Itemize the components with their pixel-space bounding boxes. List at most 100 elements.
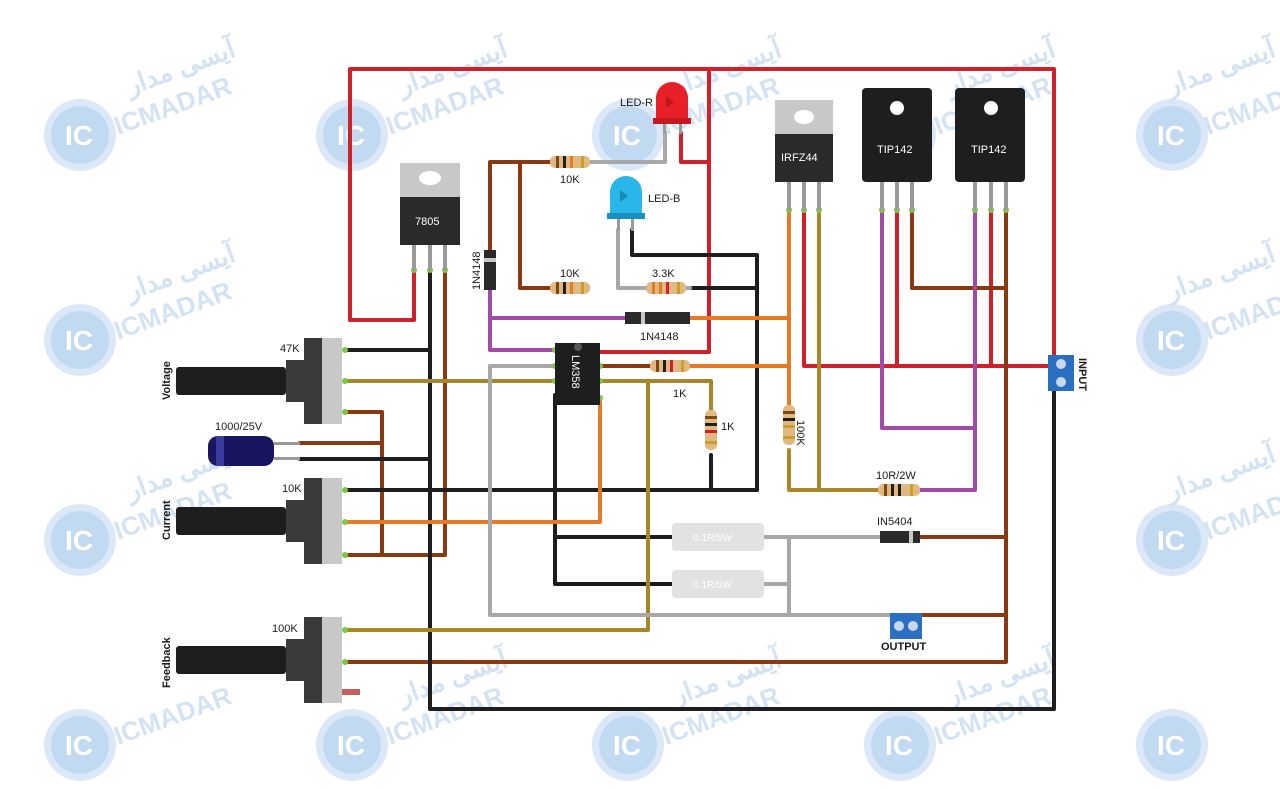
wire-olive-r5 — [646, 379, 713, 412]
watermark-badge: IC — [44, 504, 116, 576]
watermark-badge: IC — [592, 709, 664, 781]
pot-voltage-value: 47K — [280, 343, 300, 355]
wire-black-opamp-shunts — [553, 393, 682, 539]
led-blue-label: LED-B — [648, 193, 680, 205]
pot-current-label: Current — [161, 500, 173, 540]
terminal-input: INPUT — [1048, 355, 1088, 391]
wire-red-top-frame — [348, 67, 1056, 364]
diode-d2: 1N4148 — [625, 312, 690, 343]
wire-red-input-bus — [802, 183, 1056, 368]
resistor-r7-label: 10R/2W — [876, 470, 916, 482]
shunt-label: 0.1R/5W — [693, 533, 732, 544]
resistor-r6: 100K — [783, 405, 806, 446]
wires-red — [348, 67, 1056, 368]
wire-layer — [298, 67, 1056, 711]
watermark-badge: IC — [316, 709, 388, 781]
watermark-badge: IC — [864, 709, 936, 781]
wires-olive — [343, 183, 880, 632]
wire-orange-opamp-out — [343, 396, 602, 524]
svg-text:IC: IC — [1157, 525, 1185, 556]
wire-brown-r2-link — [518, 160, 552, 290]
wire-purple-tip-base — [880, 183, 977, 430]
wire-gray-opamp-out — [488, 364, 902, 617]
pot-voltage: 47K Voltage — [161, 338, 342, 424]
wires-purple — [488, 183, 977, 492]
wire-brown-d1-top — [488, 160, 552, 252]
diode-d1: 1N4148 — [471, 250, 496, 290]
mosfet-irfz44: IRFZ44 — [775, 100, 833, 210]
svg-text:IC: IC — [65, 730, 93, 761]
resistor-r3: 3.3K — [646, 268, 686, 294]
transistor-label: TIP142 — [877, 144, 912, 156]
opamp-lm358: LM358 — [555, 343, 600, 405]
watermark-badge: IC — [1136, 709, 1208, 781]
svg-text:IC: IC — [337, 730, 365, 761]
resistor-r5: 1K — [705, 410, 735, 450]
resistor-r6-label: 100K — [794, 420, 806, 446]
wire-olive-feedback — [343, 379, 650, 632]
resistor-r5-label: 1K — [721, 421, 735, 433]
svg-text:IC: IC — [65, 120, 93, 151]
wires-black — [298, 228, 1056, 711]
resistor-r1-label: 10K — [560, 174, 580, 186]
watermark-badge: IC — [592, 99, 664, 171]
wire-gray-leds — [588, 131, 667, 164]
shunt-resistor: 0.1R/5W — [672, 523, 764, 551]
svg-text:IC: IC — [65, 525, 93, 556]
shunt-resistor: 0.1R/5W — [672, 570, 764, 598]
capacitor-label: 1000/25V — [215, 421, 263, 433]
resistor-r1: 10K — [550, 156, 590, 186]
watermark-badge: IC — [1136, 304, 1208, 376]
wire-brown-pot-voltage — [343, 410, 384, 557]
svg-text:IC: IC — [1157, 325, 1185, 356]
resistor-r7: 10R/2W — [876, 470, 920, 496]
wire-purple-tip2-base — [918, 183, 977, 492]
resistor-r4: 1K — [650, 360, 690, 400]
wires-orange — [343, 183, 791, 524]
terminal-output: OUTPUT — [881, 613, 927, 653]
watermark-badge: IC — [1136, 99, 1208, 171]
svg-text:IC: IC — [65, 325, 93, 356]
diode-d3-label: IN5404 — [877, 516, 912, 528]
terminal-output-label: OUTPUT — [881, 641, 927, 653]
wire-black-led-b — [630, 228, 759, 492]
shunt-label: 0.1R/5W — [693, 580, 732, 591]
diode-d3: IN5404 — [877, 516, 920, 543]
pot-feedback-value: 100K — [272, 623, 298, 635]
pot-feedback-label: Feedback — [161, 636, 173, 688]
wire-gray-shunt-join — [763, 535, 791, 586]
wire-brown-reg-out — [343, 268, 447, 557]
wire-black-shunt2 — [553, 535, 682, 586]
svg-text:IC: IC — [1157, 730, 1185, 761]
mosfet-label: IRFZ44 — [781, 152, 818, 164]
wire-red-led-r — [679, 131, 711, 164]
svg-text:IC: IC — [885, 730, 913, 761]
pot-feedback: 100K Feedback — [161, 617, 360, 703]
pot-voltage-label: Voltage — [161, 361, 173, 400]
watermark-badge: IC — [44, 99, 116, 171]
watermark-badge: IC — [1136, 504, 1208, 576]
diode-d2-label: 1N4148 — [640, 331, 679, 343]
pot-current: 10K Current — [161, 478, 342, 564]
watermark-text: ICMADAR — [110, 680, 236, 750]
regulator-label: 7805 — [415, 216, 439, 228]
watermark-badge: IC — [44, 304, 116, 376]
wire-olive-r6 — [787, 448, 880, 492]
wire-purple-d1-opamp — [488, 288, 557, 352]
transistor-label: TIP142 — [971, 144, 1006, 156]
led-blue: LED-B — [607, 176, 680, 231]
wire-brown-tip2-emitter — [343, 183, 1008, 664]
resistor-r4-label: 1K — [673, 388, 687, 400]
led-red: LED-R — [620, 82, 691, 134]
svg-text:IC: IC — [1157, 120, 1185, 151]
regulator-7805: 7805 — [400, 163, 460, 270]
diode-d1-label: 1N4148 — [471, 251, 483, 290]
svg-text:IC: IC — [613, 730, 641, 761]
svg-text:IC: IC — [613, 120, 641, 151]
watermark-badge: IC — [44, 709, 116, 781]
opamp-label: LM358 — [569, 355, 581, 389]
transistor-tip142: TIP142 — [955, 88, 1025, 210]
resistor-r3-label: 3.3K — [652, 268, 675, 280]
